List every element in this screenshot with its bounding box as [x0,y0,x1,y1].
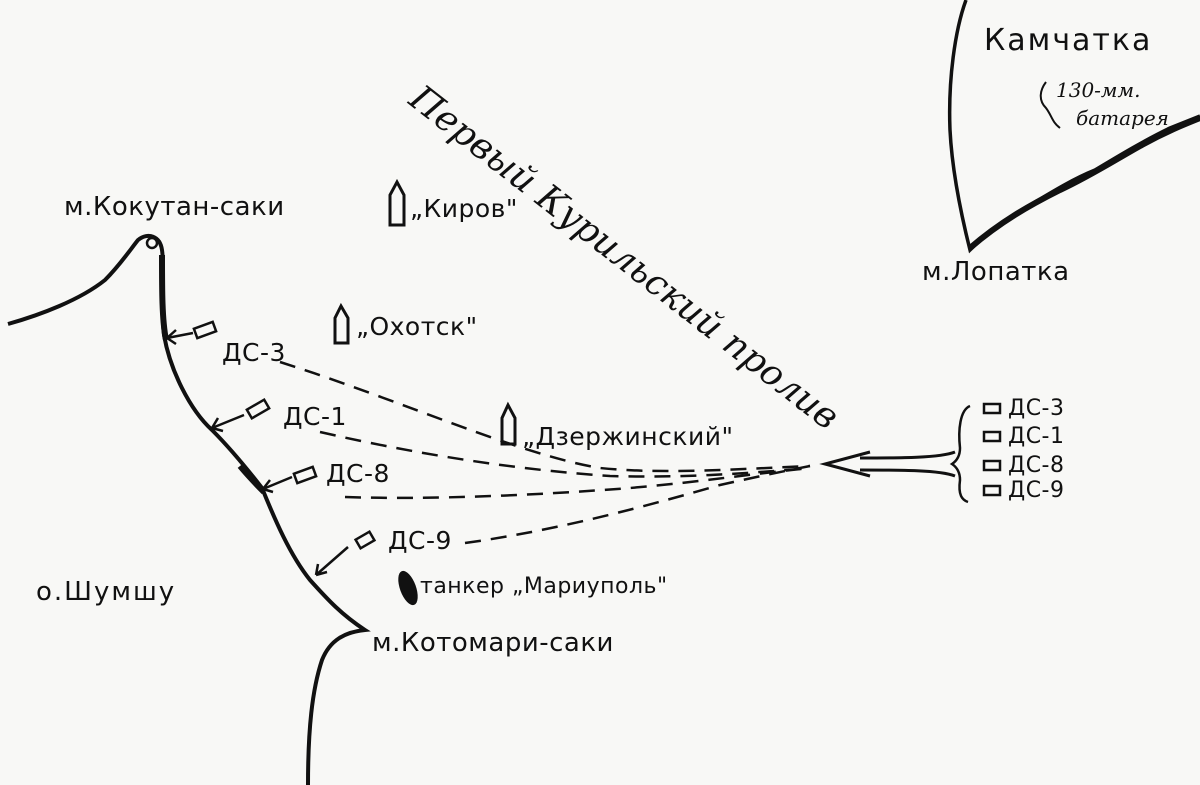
route-ds9 [464,464,811,545]
shumshu-coast-thick [159,254,169,341]
ds1-arrow [210,413,245,433]
legend-label-ds9: ДС-9 [1008,478,1065,503]
kamchatka-coast-thick [968,115,1200,251]
battery-bracket [1039,81,1061,129]
ds3-arrow [166,329,194,346]
label-cape-kotomari: м.Котомари-саки [372,628,614,658]
label-ship-okhotsk: „Охотск" [356,312,478,341]
legend-box-ds9 [982,484,1002,497]
ds9-arrow [314,546,349,577]
label-ship-dzerzhinsky: „Дзержинский" [522,422,734,451]
label-kamchatka: Камчатка [984,23,1153,58]
shumshu-coast-thick-2 [237,464,267,495]
legend-label-ds3: ДС-3 [1008,396,1065,421]
ship-okhotsk-marker [333,302,350,345]
approach-routes [279,360,811,545]
legend-box-ds8 [982,459,1002,472]
route-ds1 [319,430,811,478]
label-tanker: танкер „Мариуполь" [420,574,668,599]
convoy-arrow [819,450,956,478]
landing-arrows [166,329,349,577]
tanker-marker [398,570,418,606]
label-ds9: ДС-9 [388,526,452,555]
ds8-craft-marker [292,465,318,485]
label-shumshu: о.Шумшу [36,577,177,607]
legend-bracket [949,404,971,504]
label-ds8: ДС-8 [326,459,390,488]
ds8-arrow [262,475,293,494]
label-cape-kokutan: м.Кокутан-саки [64,192,285,222]
label-cape-lopatka: м.Лопатка [922,257,1070,287]
label-ship-kirov: „Киров" [410,194,518,223]
legend-label-ds8: ДС-8 [1008,453,1065,478]
label-battery-line2: батарея [1076,106,1169,130]
ship-dzerzhinsky-marker [500,401,517,446]
shumshu-coastline [7,233,371,785]
ds3-craft-marker [192,320,218,340]
legend-boxes [982,402,1002,497]
ds1-craft-marker [245,397,271,421]
cape-kokutan-dot [145,236,159,250]
legend-label-ds1: ДС-1 [1008,424,1065,449]
label-battery-line1: 130-мм. [1056,78,1141,102]
ds9-craft-marker [353,529,377,551]
legend-box-ds3 [982,402,1002,415]
label-ds1: ДС-1 [283,402,347,431]
label-ds3: ДС-3 [222,338,286,367]
legend-box-ds1 [982,430,1002,443]
ship-kirov-marker [388,178,406,227]
route-ds3 [279,360,811,473]
